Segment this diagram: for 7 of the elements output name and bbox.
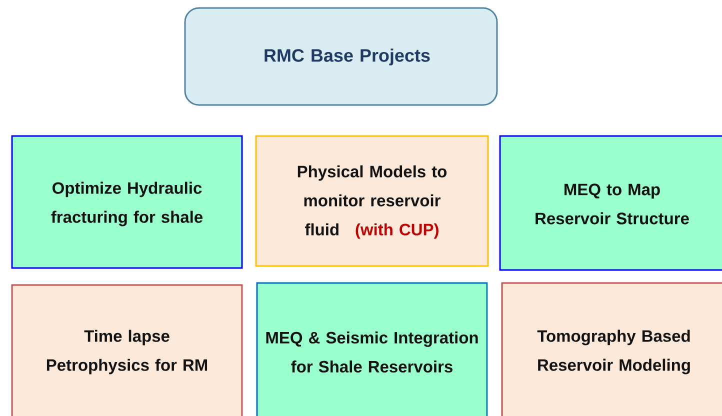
- project-box: Physical Models to monitor reservoir fluid (with CUP): [255, 135, 489, 267]
- project-box: Time lapse Petrophysics for RM: [11, 284, 243, 416]
- project-box: Optimize Hydraulic fracturing for shale: [11, 135, 243, 269]
- title-box: RMC Base Projects: [184, 7, 498, 106]
- project-box: MEQ to Map Reservoir Structure: [499, 135, 722, 271]
- project-box: Tomography Based Reservoir Modeling: [501, 282, 722, 416]
- project-box: MEQ & Seismic Integration for Shale Reservoirs: [256, 282, 488, 416]
